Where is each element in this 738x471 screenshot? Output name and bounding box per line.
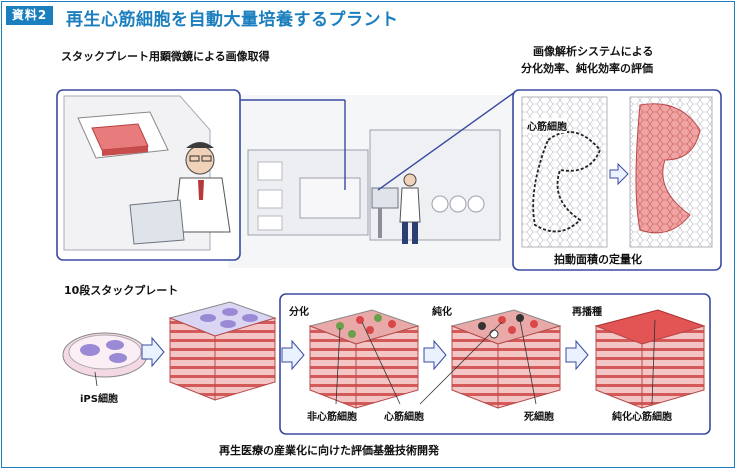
analysis-label-line1: 画像解析システムによる — [533, 45, 654, 58]
arrow-icon — [423, 339, 447, 371]
stack-plate-ips — [168, 301, 277, 401]
step-differentiation-label: 分化 — [289, 307, 309, 318]
stack-plate-reseeding — [594, 309, 706, 409]
leader-line — [651, 319, 656, 405]
monitor-icon — [129, 199, 185, 245]
operator-figure — [399, 173, 421, 244]
cardiomyocyte-region-label: 心筋細胞 — [527, 118, 567, 133]
microscope-panel — [56, 89, 241, 261]
arrow-icon — [281, 339, 305, 371]
footer-label: 再生医療の産業化に向けた評価基盤技術開発 — [219, 444, 439, 457]
non-cardiomyocyte-label: 非心筋細胞 — [307, 412, 357, 423]
cardiomyocyte-label: 心筋細胞 — [384, 412, 424, 423]
step-reseeding-label: 再播種 — [572, 307, 602, 318]
figure-tag: 資料2 — [6, 6, 53, 25]
stack-plate-label: 10段スタックプレート — [64, 284, 179, 297]
leader-line — [419, 321, 503, 405]
arrow-icon — [141, 336, 165, 368]
figure-title: 再生心筋細胞を自動大量培養するプラント — [66, 10, 399, 30]
dead-cells-label: 死細胞 — [524, 412, 554, 423]
connector-analysis — [377, 91, 516, 191]
stack-plate-differentiation — [308, 309, 420, 409]
ips-dish — [62, 332, 148, 378]
stack-plate-purification — [450, 309, 562, 409]
analysis-panel — [512, 89, 722, 271]
arrow-icon — [565, 339, 589, 371]
microscope-label: スタックプレート用顕微鏡による画像取得 — [61, 50, 270, 63]
analysis-arrow-icon — [609, 162, 629, 186]
leader-line — [94, 371, 98, 387]
ips-cells-label: iPS細胞 — [80, 394, 118, 405]
leader-line — [519, 319, 537, 405]
purified-cardiomyocyte-label: 純化心筋細胞 — [612, 412, 672, 423]
leader-line — [335, 327, 341, 405]
plant-scene — [228, 95, 518, 268]
beating-area-label: 拍動面積の定量化 — [554, 253, 642, 266]
leader-line — [361, 321, 401, 405]
analysis-label-line2: 分化効率、純化効率の評価 — [521, 62, 653, 75]
step-purification-label: 純化 — [432, 307, 452, 318]
